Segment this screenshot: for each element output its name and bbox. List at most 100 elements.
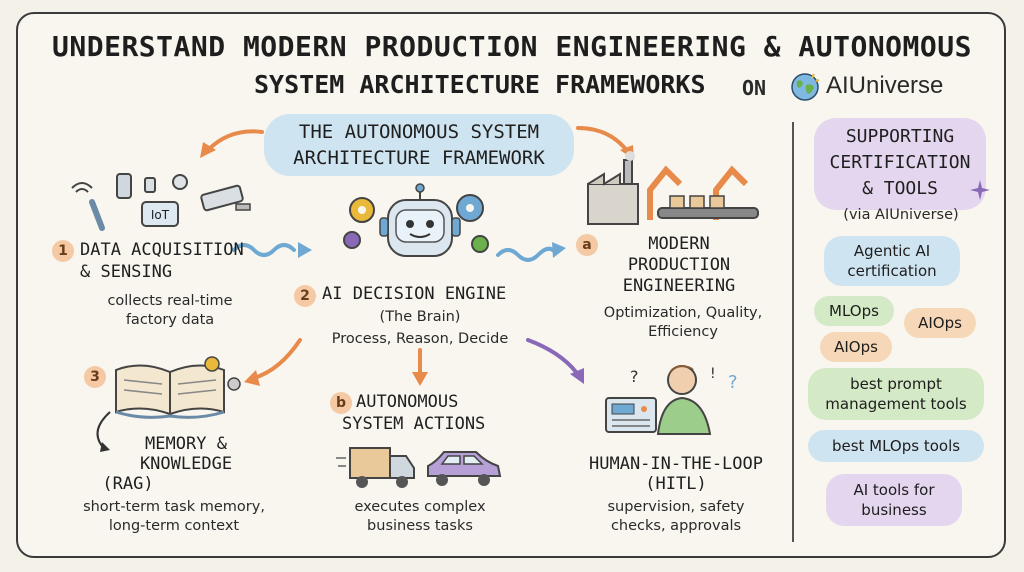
arrow-framework-to-production xyxy=(576,126,630,154)
memory-title-1: MEMORY & xyxy=(145,434,227,454)
conveyor-belt-icon xyxy=(657,195,759,219)
memory-title-2: KNOWLEDGE xyxy=(139,454,233,474)
arrowhead-memory-loop xyxy=(100,442,110,452)
arrow-engine-to-memory xyxy=(252,338,302,380)
camera-lens-icon xyxy=(172,174,188,190)
poster-title-line2: SYSTEM ARCHITECTURE FRAMEWORKS xyxy=(254,70,706,99)
ai-engine-subtitle: (The Brain) xyxy=(379,309,461,325)
agentic-ai-label-1: Agentic AI xyxy=(853,242,931,260)
person-icon xyxy=(656,365,712,435)
ai-tools-label-1: AI tools for xyxy=(853,481,935,499)
production-desc-2: Efficiency xyxy=(648,324,718,340)
arrow-engine-to-production xyxy=(496,246,556,262)
title-on-word: ON xyxy=(742,76,767,100)
step-letter-a: a xyxy=(576,234,598,256)
framework-title: THE AUTONOMOUS SYSTEM ARCHITECTURE FRAME… xyxy=(264,114,574,176)
sidebar-title-2: CERTIFICATION xyxy=(829,152,971,173)
ai-tools-for-business-pill[interactable]: AI tools for business xyxy=(826,474,962,526)
sensor-tag-icon xyxy=(144,177,156,193)
arrow-framework-to-data xyxy=(206,129,264,152)
sidebar-via: (via AIUniverse) xyxy=(843,207,959,223)
step-number-3: 3 xyxy=(84,366,106,388)
hitl-desc-1: supervision, safety xyxy=(607,499,745,515)
cctv-camera-icon xyxy=(200,184,251,212)
arrowhead-engine-to-actions xyxy=(412,372,428,386)
memory-desc-1: short-term task memory, xyxy=(83,499,265,515)
control-panel-icon xyxy=(605,397,657,433)
framework-title-line2: ARCHITECTURE FRAMEWORK xyxy=(293,147,545,169)
memory-title-3: (RAG) xyxy=(102,474,154,494)
data-acquisition-title: DATA ACQUISITION xyxy=(80,240,244,260)
data-acquisition-title-2: & SENSING xyxy=(80,262,173,282)
wifi-icon xyxy=(71,182,93,193)
agentic-ai-certification-pill[interactable]: Agentic AI certification xyxy=(824,236,960,286)
iot-chip-icon xyxy=(141,201,179,227)
memory-desc-2: long-term context xyxy=(108,518,240,534)
sensors-illustration: IoT xyxy=(71,173,251,231)
iot-label: IoT xyxy=(151,208,170,222)
production-title-3: ENGINEERING xyxy=(622,276,736,296)
prompt-tools-label-2: management tools xyxy=(825,395,967,413)
framework-title-line1: THE AUTONOMOUS SYSTEM xyxy=(298,121,540,143)
production-title-1: MODERN xyxy=(648,234,710,254)
actions-title-1: AUTONOMOUS xyxy=(356,392,459,412)
hitl-title-1: HUMAN-IN-THE-LOOP xyxy=(589,454,763,474)
factory-illustration xyxy=(587,151,759,225)
mlops-pill[interactable]: MLOps xyxy=(814,296,894,326)
data-acquisition-desc-1: collects real-time xyxy=(107,293,233,309)
sidebar-title-1: SUPPORTING xyxy=(845,126,955,147)
actions-title-2: SYSTEM ACTIONS xyxy=(342,414,486,434)
step-number-1: 1 xyxy=(52,240,74,262)
sidebar-title-box: SUPPORTING CERTIFICATION & TOOLS xyxy=(814,118,986,210)
data-acquisition-desc-2: factory data xyxy=(125,312,215,328)
actions-desc-2: business tasks xyxy=(367,518,473,534)
sidebar-title-3: & TOOLS xyxy=(862,178,938,199)
gear-icon xyxy=(456,194,484,222)
question-mark-icon: ? xyxy=(630,367,639,386)
best-mlops-tools-pill[interactable]: best MLOps tools xyxy=(808,430,984,462)
arrow-data-to-engine xyxy=(232,243,296,257)
arrowhead-engine-to-hitl xyxy=(570,368,584,384)
robot-head-icon xyxy=(379,183,461,257)
globe-icon xyxy=(791,73,820,101)
step-number-2: 2 xyxy=(294,285,316,307)
factory-icon xyxy=(587,151,639,225)
ai-engine-title: AI DECISION ENGINE xyxy=(322,284,507,304)
car-icon xyxy=(427,451,502,486)
gear-icon xyxy=(471,235,489,253)
sparkle-icon xyxy=(970,180,990,200)
book-icon xyxy=(115,364,225,419)
gear-icon xyxy=(349,197,375,223)
robot-brain-illustration xyxy=(343,183,489,257)
gear-icon xyxy=(227,377,241,391)
prompt-tools-label-1: best prompt xyxy=(850,375,942,393)
gear-icon xyxy=(343,231,361,249)
sidebar-divider xyxy=(792,122,794,542)
arrowhead-engine-to-memory xyxy=(244,370,260,386)
operator-illustration: ? ! ? xyxy=(605,365,738,435)
actions-desc-1: executes complex xyxy=(354,499,486,515)
production-desc-1: Optimization, Quality, xyxy=(603,305,763,321)
arrow-engine-to-hitl xyxy=(526,338,578,374)
smartphone-icon xyxy=(116,173,132,199)
open-book-illustration xyxy=(115,356,241,419)
brand-name: AIUniverse xyxy=(826,72,944,99)
gear-icon xyxy=(204,356,220,372)
hitl-desc-2: checks, approvals xyxy=(610,518,742,534)
ai-tools-label-2: business xyxy=(861,501,927,519)
prompt-management-tools-pill[interactable]: best prompt management tools xyxy=(808,368,984,420)
step-letter-b: b xyxy=(330,392,352,414)
arrow-memory-loop xyxy=(96,411,111,447)
arrowhead-engine-to-production xyxy=(552,242,566,258)
aiops-pill-left[interactable]: AIOps xyxy=(820,332,892,362)
arrowhead-framework-to-data xyxy=(200,142,216,158)
arrowhead-data-to-engine xyxy=(298,242,312,258)
ai-engine-desc: Process, Reason, Decide xyxy=(331,331,509,347)
production-title-2: PRODUCTION xyxy=(627,255,731,275)
exclamation-icon: ! xyxy=(710,366,716,382)
delivery-truck-icon xyxy=(336,447,415,488)
sensor-probe-icon xyxy=(89,199,105,231)
hitl-title-2: (HITL) xyxy=(645,474,707,494)
aiops-pill-right[interactable]: AIOps xyxy=(904,308,976,338)
